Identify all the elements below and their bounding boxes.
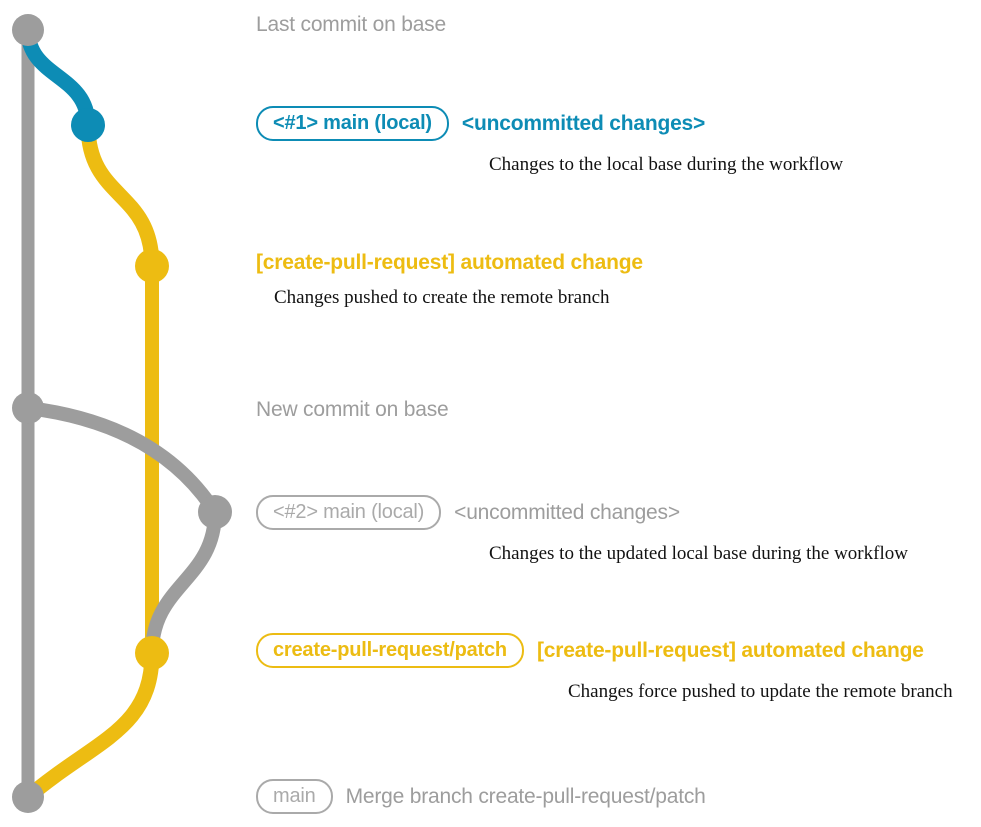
branch-badge-main-local-2[interactable]: <#2> main (local)	[256, 495, 442, 530]
branch-badge-create-pull-request-patch[interactable]: create-pull-request/patch	[256, 633, 524, 668]
commit-headline: New commit on base	[256, 398, 449, 421]
commit-row-local-change-2: <#2> main (local) <uncommitted changes> …	[256, 495, 981, 563]
commit-headline: Last commit on base	[256, 13, 446, 36]
commit-node-patch-2	[135, 636, 169, 670]
commit-node-base-new	[12, 392, 44, 424]
commit-subject: [create-pull-request] automated change	[256, 251, 643, 274]
branch-badge-main[interactable]: main	[256, 779, 333, 814]
commit-row-head: create-pull-request/patch [create-pull-r…	[256, 633, 981, 668]
commit-row-head: <#2> main (local) <uncommitted changes>	[256, 495, 981, 530]
commit-row-head: main Merge branch create-pull-request/pa…	[256, 779, 981, 814]
commit-note: Changes to the updated local base during…	[489, 543, 908, 564]
merge-edge	[20, 645, 160, 805]
rebase-to-patch-edge	[145, 505, 222, 660]
commit-subject: [create-pull-request] automated change	[536, 639, 924, 662]
commit-node-base-merge	[12, 781, 44, 813]
commit-row-head: <#1> main (local) <uncommitted changes>	[256, 106, 981, 141]
commit-row-merge-commit: main Merge branch create-pull-request/pa…	[256, 779, 981, 814]
commit-row-automated-change-1: [create-pull-request] automated change C…	[256, 252, 981, 307]
branch-badge-main-local-1[interactable]: <#1> main (local)	[256, 106, 449, 141]
commit-note: Changes pushed to create the remote bran…	[274, 287, 610, 308]
patch-branch-edge-1	[80, 117, 160, 274]
commit-row-new-commit-on-base: New commit on base	[256, 399, 981, 420]
commit-node-base-top	[12, 14, 44, 46]
commit-node-local-2	[198, 495, 232, 529]
commit-subject: <uncommitted changes>	[461, 112, 706, 135]
commit-note: Changes force pushed to update the remot…	[568, 681, 953, 702]
commit-node-local-1	[71, 108, 105, 142]
commit-row-head: [create-pull-request] automated change	[256, 252, 981, 273]
commit-node-patch-1	[135, 249, 169, 283]
commit-row-last-commit-on-base: Last commit on base	[256, 14, 981, 35]
commit-subject: <uncommitted changes>	[454, 501, 680, 524]
commit-note: Changes to the local base during the wor…	[489, 154, 844, 175]
commit-graph	[12, 14, 232, 813]
commit-row-automated-change-2: create-pull-request/patch [create-pull-r…	[256, 633, 981, 701]
rebase-branch-edge	[21, 401, 222, 519]
commit-row-local-change-1: <#1> main (local) <uncommitted changes> …	[256, 106, 981, 174]
commit-subject: Merge branch create-pull-request/patch	[345, 785, 706, 808]
